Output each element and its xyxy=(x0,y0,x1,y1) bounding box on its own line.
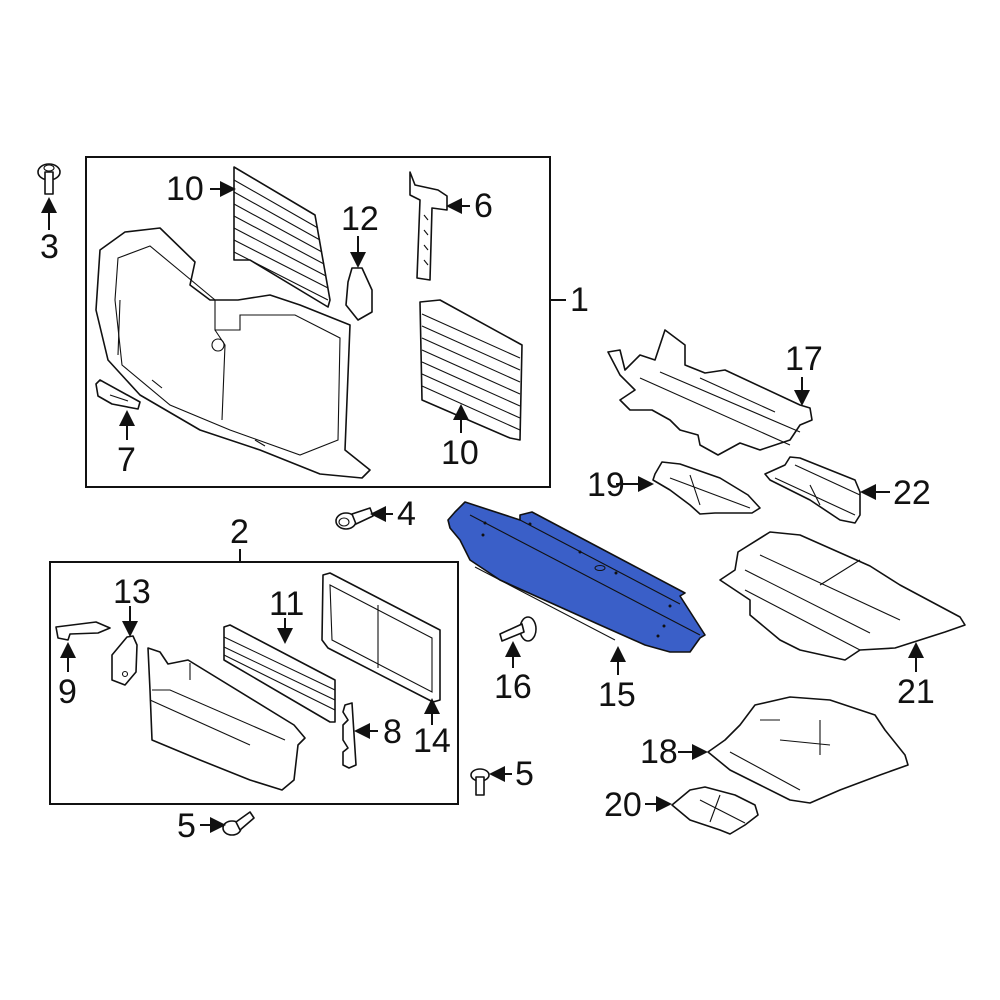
group-2-box xyxy=(49,561,459,805)
callout-1[interactable]: 1 xyxy=(570,281,589,319)
callout-9[interactable]: 9 xyxy=(58,673,77,711)
part-21-splash-shield[interactable] xyxy=(719,531,966,661)
part-10-louver-upper[interactable] xyxy=(233,166,331,308)
part-18-splash-shield[interactable] xyxy=(707,696,909,804)
callout-20[interactable]: 20 xyxy=(604,786,642,824)
part-12-bracket[interactable] xyxy=(345,267,373,321)
callout-16[interactable]: 16 xyxy=(494,668,532,706)
part-19-shield[interactable] xyxy=(652,461,761,515)
part-1-frame[interactable] xyxy=(95,227,371,479)
callout-5a[interactable]: 5 xyxy=(515,755,534,793)
part-6-bracket[interactable] xyxy=(409,171,448,281)
part-8-seal[interactable] xyxy=(342,702,357,769)
callout-10a[interactable]: 10 xyxy=(166,170,204,208)
part-3-bolt[interactable] xyxy=(37,163,61,195)
part-10-louver-lower[interactable] xyxy=(419,299,523,441)
part-14-frame[interactable] xyxy=(321,572,441,703)
callout-11[interactable]: 11 xyxy=(269,585,305,623)
callout-7[interactable]: 7 xyxy=(117,441,136,479)
part-11-louver[interactable] xyxy=(223,624,336,723)
part-22-shield[interactable] xyxy=(764,456,861,524)
callout-14[interactable]: 14 xyxy=(413,722,451,760)
part-17-skid-plate[interactable] xyxy=(607,329,813,456)
callout-10b[interactable]: 10 xyxy=(441,434,479,472)
part-20-shield[interactable] xyxy=(671,786,759,835)
part-16-pin[interactable] xyxy=(499,616,537,642)
callout-2[interactable]: 2 xyxy=(230,513,249,551)
part-9-clip[interactable] xyxy=(55,621,111,641)
part-7-bracket[interactable] xyxy=(95,379,141,410)
callout-12[interactable]: 12 xyxy=(341,200,379,238)
part-4-bolt[interactable] xyxy=(335,507,374,530)
group-1-box xyxy=(85,156,551,488)
part-15-deflector-highlighted[interactable] xyxy=(447,501,706,653)
callout-3[interactable]: 3 xyxy=(40,228,59,266)
part-2-air-deflector[interactable] xyxy=(147,647,306,791)
callout-22[interactable]: 22 xyxy=(893,474,931,512)
callout-8[interactable]: 8 xyxy=(383,713,402,751)
part-13-bracket[interactable] xyxy=(111,635,138,686)
callout-5b[interactable]: 5 xyxy=(177,807,196,845)
callout-13[interactable]: 13 xyxy=(113,573,151,611)
callout-19[interactable]: 19 xyxy=(587,466,625,504)
callout-17[interactable]: 17 xyxy=(785,340,823,378)
part-5-bolt-b[interactable] xyxy=(222,811,255,836)
callout-15[interactable]: 15 xyxy=(598,676,636,714)
callout-18[interactable]: 18 xyxy=(640,733,678,771)
part-5-bolt-a[interactable] xyxy=(470,768,490,796)
callout-4[interactable]: 4 xyxy=(397,495,416,533)
callout-6[interactable]: 6 xyxy=(474,187,493,225)
callout-21[interactable]: 21 xyxy=(897,673,935,711)
